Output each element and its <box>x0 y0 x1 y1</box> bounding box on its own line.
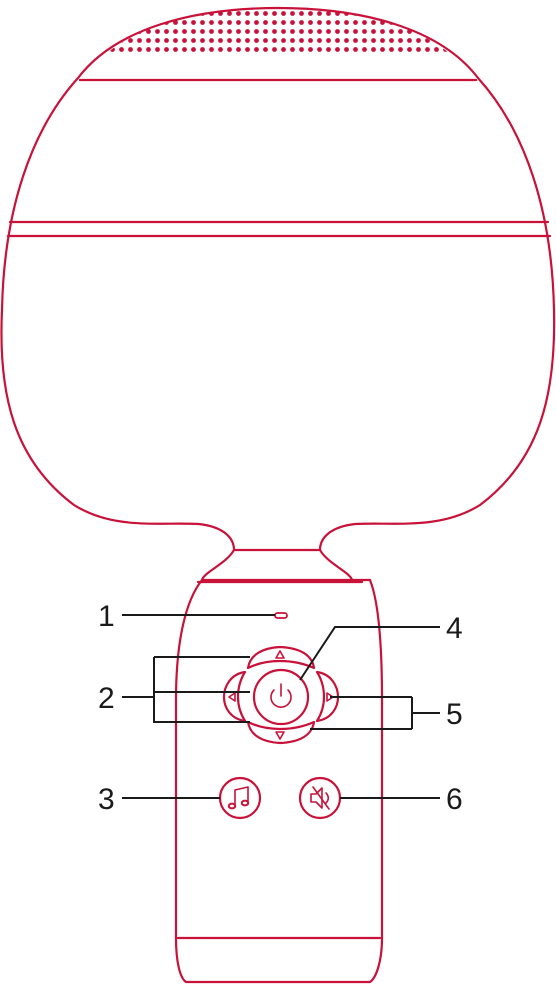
indicator-light <box>274 612 288 619</box>
arrow-down-icon <box>275 731 285 740</box>
callout-2: 2 <box>98 682 115 715</box>
mute-button-ring <box>298 776 342 820</box>
mute-button[interactable] <box>298 776 342 820</box>
arrow-up-icon <box>275 650 285 659</box>
callout-3: 3 <box>98 783 115 816</box>
callout-4: 4 <box>446 612 463 645</box>
callout-6: 6 <box>446 783 463 816</box>
handle-outline <box>174 578 384 984</box>
speaker-mute-icon <box>310 787 323 809</box>
callout-5: 5 <box>446 698 463 731</box>
arrow-button-up[interactable] <box>246 645 316 670</box>
microphone-head <box>0 6 556 552</box>
music-button-ring <box>218 776 262 820</box>
microphone-handle <box>174 548 384 984</box>
arrow-button-ring <box>222 645 340 745</box>
power-button[interactable] <box>252 668 310 726</box>
arrow-button-right[interactable] <box>315 670 340 723</box>
handle-neck <box>200 548 354 582</box>
leader-5 <box>310 696 440 730</box>
leader-2 <box>122 656 250 723</box>
music-button[interactable] <box>218 776 262 820</box>
music-note-icon <box>234 786 249 807</box>
callout-labels: 1 2 3 4 5 6 <box>98 600 463 816</box>
leader-lines <box>122 614 440 799</box>
callout-1: 1 <box>98 600 115 633</box>
power-button-ring <box>252 668 310 726</box>
power-icon <box>270 689 292 708</box>
arrow-left-icon <box>228 692 236 702</box>
head-outline <box>0 6 556 552</box>
arrow-right-icon <box>326 692 334 702</box>
arrow-button-down[interactable] <box>246 720 316 745</box>
leader-4 <box>299 626 440 681</box>
